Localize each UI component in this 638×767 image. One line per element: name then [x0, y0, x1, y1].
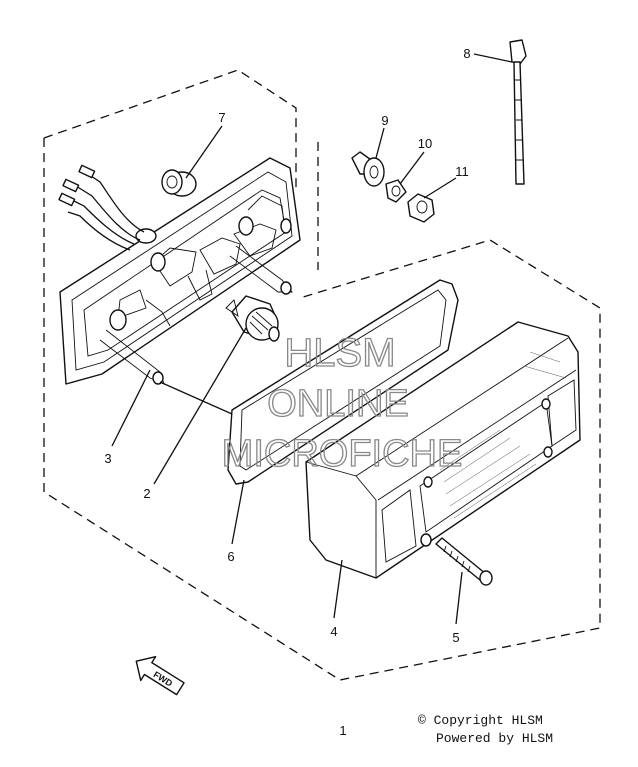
callout-4: 4 [330, 624, 337, 639]
watermark-line-2: ONLINE [267, 383, 408, 425]
copyright-text: © Copyright HLSM [418, 713, 543, 728]
callout-10: 10 [418, 136, 432, 151]
cable-tie-part-8 [509, 39, 527, 185]
collar-part-9 [351, 151, 385, 187]
wire-harness [58, 164, 145, 251]
assembly-outline [43, 69, 601, 681]
grommet-part-7 [161, 169, 197, 197]
nut-part-11 [407, 193, 435, 223]
callout-5: 5 [452, 630, 459, 645]
leader-lines [111, 53, 513, 625]
watermark: HLSM ONLINE MICROFICHE [221, 330, 463, 475]
fwd-direction-arrow: FWD [135, 656, 185, 696]
gasket-part-6 [227, 279, 459, 485]
callout-3: 3 [104, 451, 111, 466]
callout-2: 2 [143, 486, 150, 501]
lens-part-4 [305, 321, 581, 579]
callout-8: 8 [463, 46, 470, 61]
lamp-housing [59, 157, 301, 385]
callout-9: 9 [381, 113, 388, 128]
screw-part-5 [435, 537, 493, 586]
callout-1: 1 [339, 723, 346, 738]
watermark-line-1: HLSM [284, 331, 395, 375]
callout-numbers: 1 2 3 4 5 6 7 8 9 10 11 [104, 46, 470, 738]
callout-11: 11 [455, 164, 469, 179]
callout-6: 6 [227, 549, 234, 564]
powered-by-text: Powered by HLSM [436, 731, 554, 746]
callout-7: 7 [218, 110, 225, 125]
washer-part-10 [385, 179, 407, 203]
bulb-part-2 [225, 295, 280, 342]
watermark-line-3: MICROFICHE [222, 433, 463, 475]
